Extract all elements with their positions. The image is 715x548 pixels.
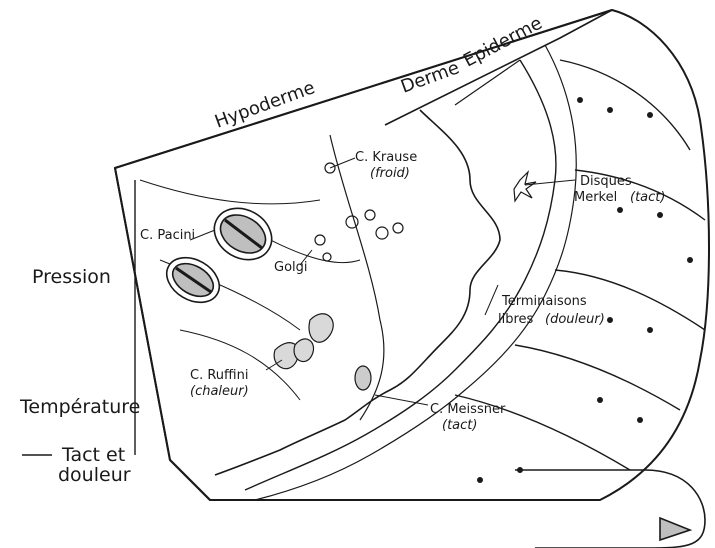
ruffini-ending-1 bbox=[309, 314, 333, 342]
label-krause: C. Krause bbox=[355, 150, 417, 165]
label-libres-role: (douleur) bbox=[545, 312, 605, 327]
label-tact-2: douleur bbox=[58, 464, 131, 486]
label-merkel-1: Disques bbox=[580, 174, 632, 189]
meissner-corpuscle bbox=[355, 366, 371, 390]
derme-boundary-top bbox=[385, 10, 612, 125]
label-golgi: Golgi bbox=[274, 260, 308, 275]
label-ruffini: C. Ruffini bbox=[190, 368, 248, 383]
label-pression: Pression bbox=[32, 266, 111, 288]
label-libres-1: Terminaisons bbox=[502, 294, 587, 309]
label-merkel-2: Merkel bbox=[574, 190, 617, 205]
epiderme-boundary-top bbox=[455, 60, 520, 105]
label-meissner-role: (tact) bbox=[442, 418, 477, 433]
label-krause-role: (froid) bbox=[370, 166, 410, 181]
label-pacini: C. Pacini bbox=[140, 228, 195, 243]
label-libres-2: libres bbox=[498, 312, 533, 327]
krause-bulb-1 bbox=[346, 216, 358, 228]
ruffini-ending-3 bbox=[294, 339, 313, 362]
epiderme-inner-line bbox=[245, 60, 556, 490]
label-merkel-role: (tact) bbox=[630, 190, 665, 205]
golgi-organ-1 bbox=[315, 235, 325, 245]
merkel-disc bbox=[514, 172, 536, 201]
pointer-libres bbox=[485, 285, 498, 315]
label-tact-1: Tact et bbox=[62, 444, 125, 466]
ridge-band-1 bbox=[560, 60, 690, 150]
label-meissner: C. Meissner bbox=[430, 402, 505, 417]
fingertip-sketch bbox=[515, 470, 705, 548]
label-temperature: Température bbox=[20, 396, 140, 418]
label-ruffini-role: (chaleur) bbox=[190, 384, 249, 399]
pointer-krause bbox=[330, 158, 355, 168]
